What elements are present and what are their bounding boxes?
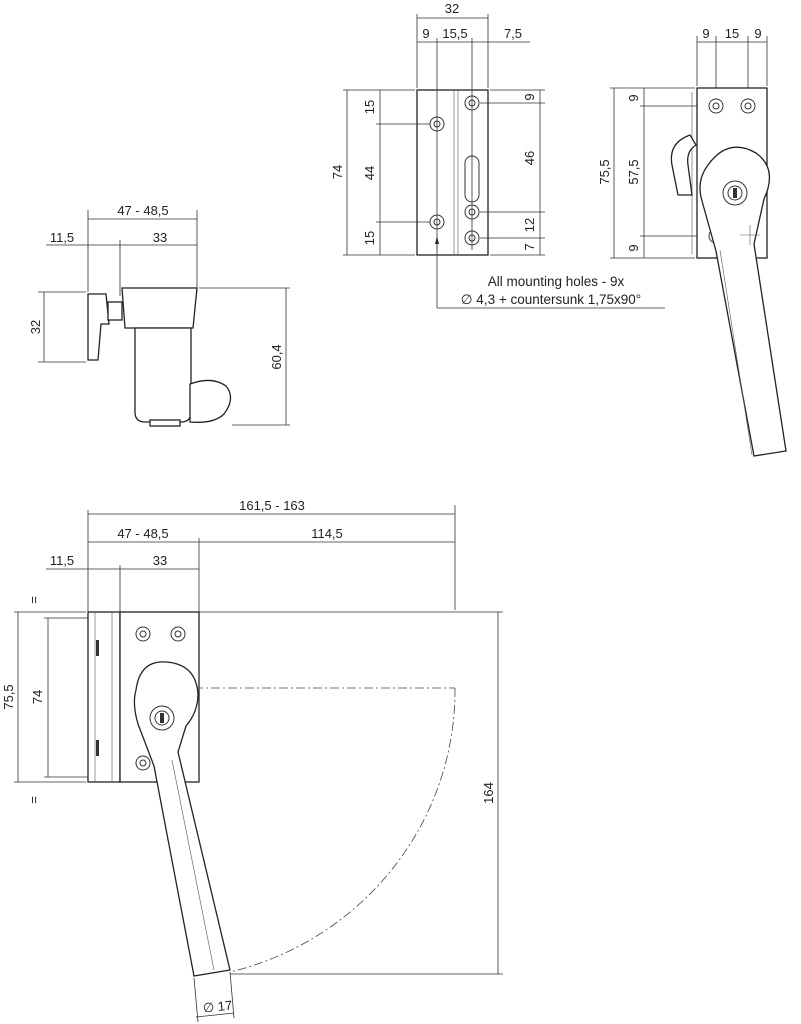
dim-plan-depth-range: 47 - 48,5 [117,526,168,541]
equal-mark-top: = [26,596,41,604]
dim-slot-span: 46 [522,151,537,165]
plan-plate [87,611,121,783]
mounting-hole [708,98,724,114]
dim-side-total-height: 60,4 [269,344,284,369]
side-plate [87,293,110,361]
dim-mid-span: 44 [362,166,377,180]
dim-right-edge: 7,5 [504,26,522,41]
side-handle-knob [189,379,232,423]
plan-window-handle [133,661,231,977]
dim-right-lower-a: 12 [522,218,537,232]
dim-plan-outer-height: 75,5 [1,684,16,709]
side-body-top [121,287,198,329]
dim-hole-offset-left: 9 [422,26,429,41]
dim-bottom-margin: 15 [362,231,377,245]
dim-width-total: 32 [445,1,459,16]
mounting-hole [135,626,151,642]
dim-handle-diameter: ∅ 17 [202,998,233,1016]
dim-hole-spacing: 15,5 [442,26,467,41]
window-handle [699,146,787,457]
dim-height-total: 74 [330,165,345,179]
swing-arc [229,687,456,973]
dim-side-depth-range: 47 - 48,5 [117,203,168,218]
dim-front-height-total: 75,5 [597,159,612,184]
dim-front-top: 9 [626,94,641,101]
mounting-hole [135,755,151,771]
dim-top-margin: 15 [362,100,377,114]
dim-w-mid: 15 [725,26,739,41]
holes-note-line1: All mounting holes - 9x [488,274,625,289]
dim-right-top: 9 [522,93,537,100]
equal-mark-bottom: = [26,796,41,804]
dim-w-right: 9 [754,26,761,41]
dim-plan-total-range: 161,5 - 163 [239,498,305,513]
front-view-with-handle: 9 15 9 75,5 57,5 9 9 [597,26,787,457]
dim-side-handle-height: 32 [28,320,43,334]
dim-side-body-depth: 33 [153,230,167,245]
key-cylinder-icon [722,180,748,206]
side-view: 47 - 48,5 11,5 33 32 60,4 [28,203,290,427]
mounting-hole [170,626,186,642]
dim-front-hole-span: 57,5 [626,159,641,184]
dim-front-bottom: 9 [626,244,641,251]
dim-plan-body-depth: 33 [153,553,167,568]
hook-latch [670,134,697,196]
side-body-cylinder [134,327,192,423]
dim-w-left: 9 [702,26,709,41]
holes-note-line2: ∅ 4,3 + countersunk 1,75x90° [461,292,641,307]
dim-side-left-offset: 11,5 [50,230,74,245]
key-cylinder-icon [149,705,175,731]
dim-plan-left-offset: 11,5 [50,553,74,568]
dim-plan-inner-height: 74 [30,690,45,704]
dim-plan-swing-radius: 114,5 [311,526,343,541]
mounting-hole [740,98,756,114]
dim-plan-swing-height: 164 [481,782,496,804]
mounting-plate-view: 32 9 15,5 7,5 74 15 44 15 9 46 12 7 All … [330,1,665,309]
plan-view: 161,5 - 163 47 - 48,5 114,5 11,5 33 = = … [1,498,503,1023]
dim-right-lower-b: 7 [522,243,537,250]
